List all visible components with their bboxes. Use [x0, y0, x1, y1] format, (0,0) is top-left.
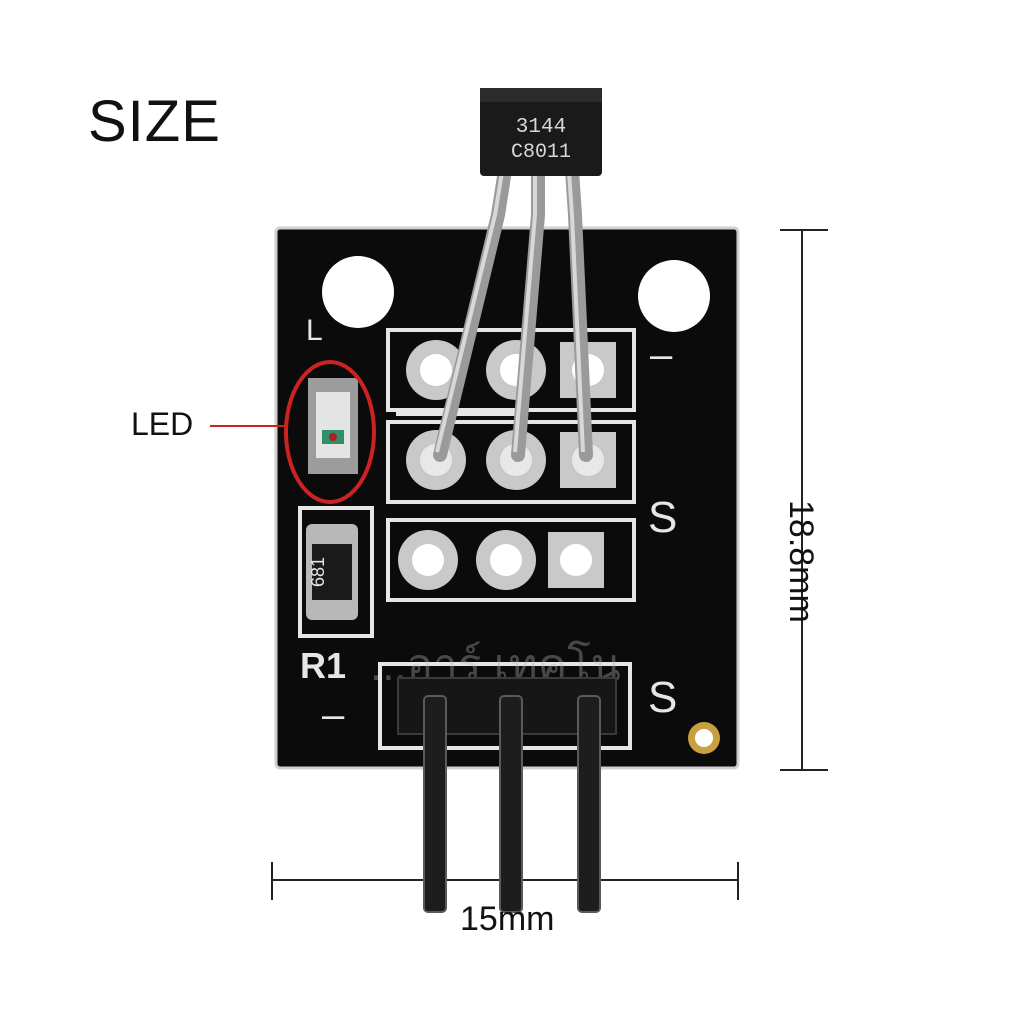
silkscreen-outlines	[298, 328, 636, 750]
pin-label-minus-lower: –	[322, 693, 345, 737]
pin-label-s-lower: S	[648, 673, 677, 722]
hall-sensor-body	[480, 88, 602, 176]
width-dimension-label: 15mm	[460, 900, 555, 938]
via-hole	[695, 729, 713, 747]
pin-label-s-upper: S	[648, 493, 677, 542]
header-pins	[423, 695, 601, 913]
resistor-label: R1	[300, 645, 346, 686]
sensor-leg-highlights	[435, 171, 585, 453]
pad-label-l: L	[306, 314, 323, 347]
led-label: LED	[131, 406, 194, 442]
page-title: SIZE	[88, 89, 221, 154]
resistor-code: 681	[308, 557, 328, 587]
sensor-marking-1: 3144	[516, 116, 566, 139]
sensor-marking-2: C8011	[511, 141, 571, 164]
hall-sensor-top	[480, 88, 602, 102]
mounting-hole-right	[638, 260, 710, 332]
resistor-r1	[306, 524, 358, 620]
led-callout-circle	[284, 360, 376, 504]
led-component	[308, 378, 358, 474]
pin-label-minus-upper: –	[650, 333, 673, 377]
pad-row-bottom	[398, 530, 604, 590]
mounting-hole-left	[322, 256, 394, 328]
sensor-legs	[433, 163, 593, 462]
height-dimension-label: 18.8mm	[782, 500, 820, 623]
